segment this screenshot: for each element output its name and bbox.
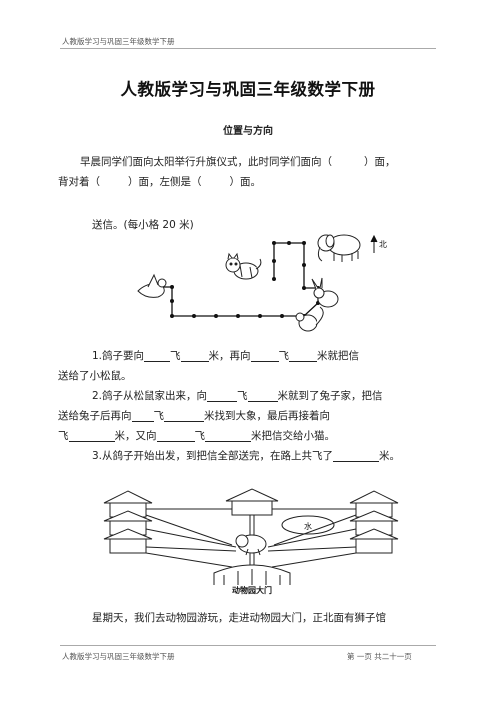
q2-blank-9[interactable] xyxy=(68,429,115,442)
header-divider xyxy=(60,48,436,49)
section-title: 位置与方向 xyxy=(223,126,273,137)
rabbit-picture xyxy=(311,277,339,308)
question-2-intro: 送信。(每小格 20 米) xyxy=(92,219,194,231)
footer-page-number: 第 一页 共二十一页 xyxy=(347,652,412,661)
q2-blank-11[interactable] xyxy=(205,429,251,442)
q2-blank-4[interactable] xyxy=(289,349,318,362)
question-1: 早晨同学们面向太阳举行升旗仪式，此时同学们面向（ ）面， xyxy=(80,152,440,172)
q2-item-2-line-2: 送给兔子后再向 飞 米找到大象，最后再接着向 xyxy=(58,406,438,426)
q2-text-2j: 米把信交给小猫。 xyxy=(251,430,335,442)
q1-blank-2[interactable] xyxy=(100,176,128,188)
footer-text: 人教版学习与巩固三年级数学下册 xyxy=(62,652,175,661)
q2-item-2: 2.鸽子从松鼠家出来，向 飞 米就到了兔子家，把信 xyxy=(92,386,436,406)
q1-blank-1[interactable] xyxy=(332,156,364,168)
q2-text-1b: 飞 xyxy=(170,350,181,362)
q2-text-2h: 米，又向 xyxy=(114,430,157,442)
q2-text-2a: 2.鸽子从松鼠家出来，向 xyxy=(92,390,208,402)
q2-blank-7[interactable] xyxy=(131,409,154,422)
footer-divider xyxy=(60,645,436,646)
q1-text-2a: 背对着（ xyxy=(58,176,100,188)
q1-blank-3[interactable] xyxy=(202,176,230,188)
q1-text-2c: ）面。 xyxy=(229,176,262,188)
q2-blank-5[interactable] xyxy=(207,389,238,402)
q2-item-2-line-3: 飞 米，又向 飞 米把信交给小猫。 xyxy=(58,426,438,446)
q1-text-1a: 早晨同学们面向太阳举行升旗仪式，此时同学们面向（ xyxy=(80,156,332,168)
q2-text-1a: 1.鸽子要向 xyxy=(92,350,145,362)
q2-blank-10[interactable] xyxy=(156,429,195,442)
lion-picture xyxy=(235,534,267,556)
q2-text-1c: 米，再向 xyxy=(208,350,251,362)
q1-text-1b: ）面， xyxy=(364,156,396,168)
q2-blank-2[interactable] xyxy=(180,349,209,362)
q2-item-1-cont: 送给了小松鼠。 xyxy=(58,370,132,382)
cat-picture xyxy=(225,252,262,280)
q2-blank-1[interactable] xyxy=(144,349,171,362)
q2-blank-8[interactable] xyxy=(164,409,204,422)
q2-text-1d: 飞 xyxy=(278,350,290,362)
elephant-picture xyxy=(317,234,361,262)
zoo-gate-label: 动物园大门 xyxy=(232,585,272,595)
q2-item-1: 1.鸽子要向 飞 米，再向 飞 米就把信 xyxy=(92,346,436,366)
question-3: 星期天，我们去动物园游玩，走进动物园大门，正北面有狮子馆 xyxy=(92,612,386,624)
header-text: 人教版学习与巩固三年级数学下册 xyxy=(62,37,175,46)
q2-text-2i: 飞 xyxy=(194,430,206,442)
zoo-gate-icon xyxy=(213,564,291,585)
q2-blank-3[interactable] xyxy=(250,349,279,362)
q2-text-2c: 米就到了兔子家，把信 xyxy=(277,390,383,402)
pigeon-picture xyxy=(137,273,167,298)
question-1-line-2: 背对着（ ）面，左侧是（ ）面。 xyxy=(58,172,438,192)
q2-text-2b: 飞 xyxy=(237,390,248,402)
zoo-map: 水 动物园大门 xyxy=(103,488,399,595)
q2-item-3: 3.从鸽子开始出发，到把信全部送完，在路上共飞了 米。 xyxy=(92,446,442,466)
q2-text-2g: 飞 xyxy=(58,430,69,442)
water-label: 水 xyxy=(304,521,312,531)
squirrel-picture xyxy=(295,306,324,332)
q2-blank-12[interactable] xyxy=(333,449,380,462)
north-arrow-icon xyxy=(370,234,378,253)
q2-text-2d: 送给兔子后再向 xyxy=(58,410,132,422)
document-title: 人教版学习与巩固三年级数学下册 xyxy=(120,80,376,99)
q2-text-2f: 米找到大象，最后再接着向 xyxy=(204,410,330,422)
q2-text-2e: 飞 xyxy=(153,410,165,422)
route-map: 北 xyxy=(137,234,387,332)
q2-text-3b: 米。 xyxy=(379,450,401,462)
north-label: 北 xyxy=(379,240,387,249)
q1-text-2b: ）面，左侧是（ xyxy=(128,176,202,188)
q2-text-3a: 3.从鸽子开始出发，到把信全部送完，在路上共飞了 xyxy=(92,450,334,462)
q2-text-1e: 米就把信 xyxy=(317,350,360,362)
q2-blank-6[interactable] xyxy=(247,389,278,402)
